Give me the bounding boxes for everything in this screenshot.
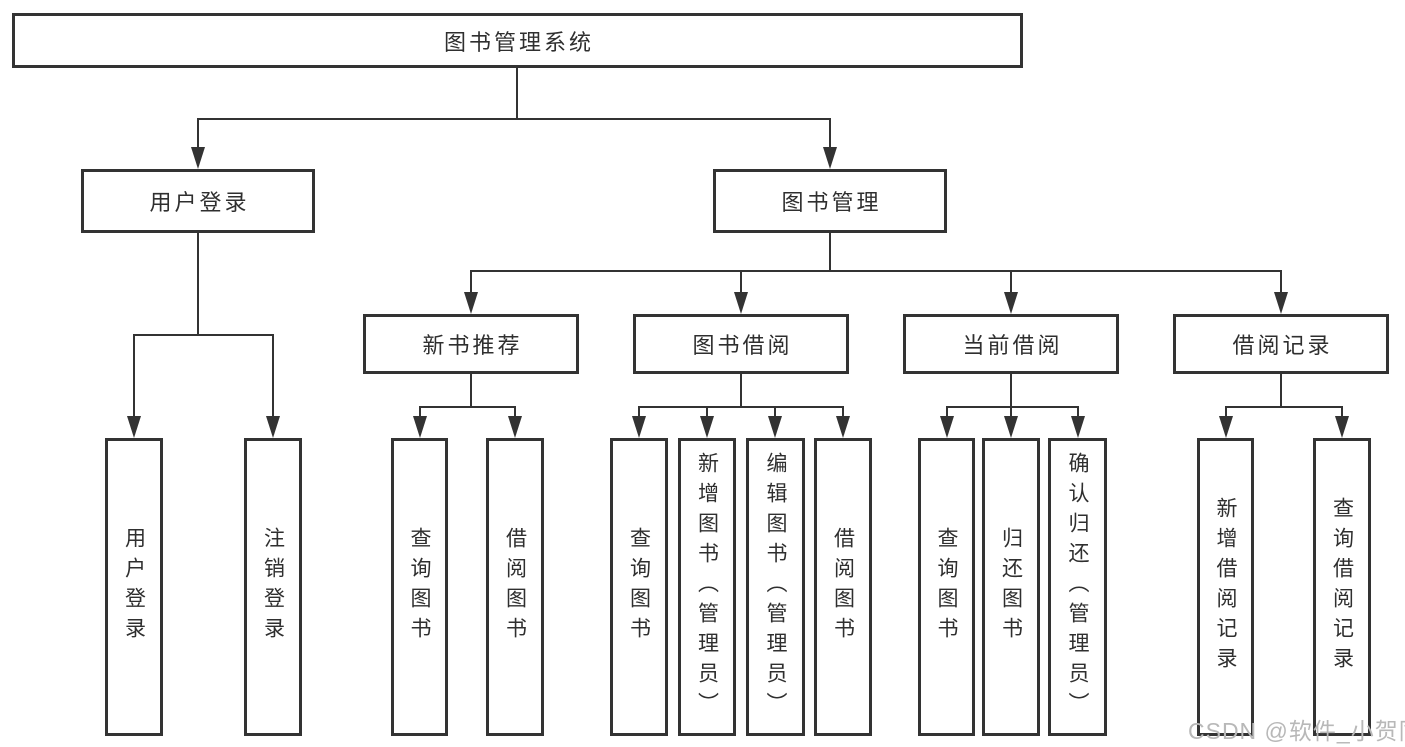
leaf-edit-book-admin: 编辑图书（管理员） <box>746 438 805 736</box>
connector-stem <box>706 406 708 420</box>
arrow-down-icon <box>464 292 478 314</box>
connector-currentborrow-hline <box>946 406 1079 408</box>
leaf-newbook-query-book: 查询图书 <box>391 438 448 736</box>
connector-bookborrow-hline <box>638 406 844 408</box>
leaf-add-borrow-record: 新增借阅记录 <box>1197 438 1254 736</box>
connector-borrowrecord-hline <box>1225 406 1343 408</box>
node-book-management: 图书管理 <box>713 169 947 233</box>
connector-stem <box>419 406 421 420</box>
connector-stem <box>1010 406 1012 420</box>
arrow-down-icon <box>700 416 714 438</box>
arrow-down-icon <box>940 416 954 438</box>
connector-level3-hline <box>470 270 1282 272</box>
node-current-borrow: 当前借阅 <box>903 314 1119 374</box>
arrow-down-icon <box>1004 416 1018 438</box>
arrow-down-icon <box>1219 416 1233 438</box>
arrow-down-icon <box>734 292 748 314</box>
leaf-query-borrow-record: 查询借阅记录 <box>1313 438 1371 736</box>
connector-stem <box>638 406 640 420</box>
connector-stem <box>829 233 831 272</box>
connector-stem <box>1225 406 1227 420</box>
connector-stem <box>1077 406 1079 420</box>
node-book-borrow: 图书借阅 <box>633 314 849 374</box>
connector-stem <box>470 374 472 408</box>
connector-stem <box>1341 406 1343 420</box>
node-borrow-record: 借阅记录 <box>1173 314 1389 374</box>
arrow-down-icon <box>1004 292 1018 314</box>
connector-stem <box>1280 270 1282 294</box>
csdn-watermark: CSDN @软件_小贺同学 <box>1188 718 1405 744</box>
connector-stem <box>842 406 844 420</box>
leaf-borrow-borrow-book: 借阅图书 <box>814 438 872 736</box>
arrow-down-icon <box>632 416 646 438</box>
connector-stem <box>514 406 516 420</box>
leaf-newbook-borrow-book: 借阅图书 <box>486 438 544 736</box>
connector-stem <box>1010 374 1012 408</box>
connector-newbook-hline <box>419 406 516 408</box>
connector-stem <box>272 334 274 418</box>
arrow-down-icon <box>191 147 205 169</box>
arrow-down-icon <box>1071 416 1085 438</box>
leaf-logout: 注销登录 <box>244 438 302 736</box>
leaf-borrow-query-book: 查询图书 <box>610 438 668 736</box>
connector-stem <box>1010 270 1012 294</box>
connector-stem <box>946 406 948 420</box>
arrow-down-icon <box>413 416 427 438</box>
connector-stem <box>470 270 472 294</box>
connector-level2-hline <box>197 118 831 120</box>
arrow-down-icon <box>1274 292 1288 314</box>
leaf-confirm-return-admin: 确认归还（管理员） <box>1048 438 1107 736</box>
node-user-login: 用户登录 <box>81 169 315 233</box>
node-new-book-recommend: 新书推荐 <box>363 314 579 374</box>
arrow-down-icon <box>1335 416 1349 438</box>
connector-root-stem <box>516 67 518 120</box>
connector-userlogin-hline <box>133 334 274 336</box>
connector-stem <box>197 233 199 336</box>
connector-stem <box>774 406 776 420</box>
arrow-down-icon <box>266 416 280 438</box>
arrow-down-icon <box>508 416 522 438</box>
leaf-return-book: 归还图书 <box>982 438 1040 736</box>
arrow-down-icon <box>127 416 141 438</box>
leaf-add-book-admin: 新增图书（管理员） <box>678 438 736 736</box>
connector-stem <box>197 118 199 150</box>
arrow-down-icon <box>836 416 850 438</box>
connector-stem <box>133 334 135 418</box>
connector-stem <box>740 374 742 408</box>
node-library-management-system: 图书管理系统 <box>12 13 1023 68</box>
connector-stem <box>829 118 831 150</box>
arrow-down-icon <box>823 147 837 169</box>
leaf-user-login: 用户登录 <box>105 438 163 736</box>
connector-stem <box>740 270 742 294</box>
arrow-down-icon <box>768 416 782 438</box>
connector-stem <box>1280 374 1282 408</box>
leaf-current-query-book: 查询图书 <box>918 438 975 736</box>
